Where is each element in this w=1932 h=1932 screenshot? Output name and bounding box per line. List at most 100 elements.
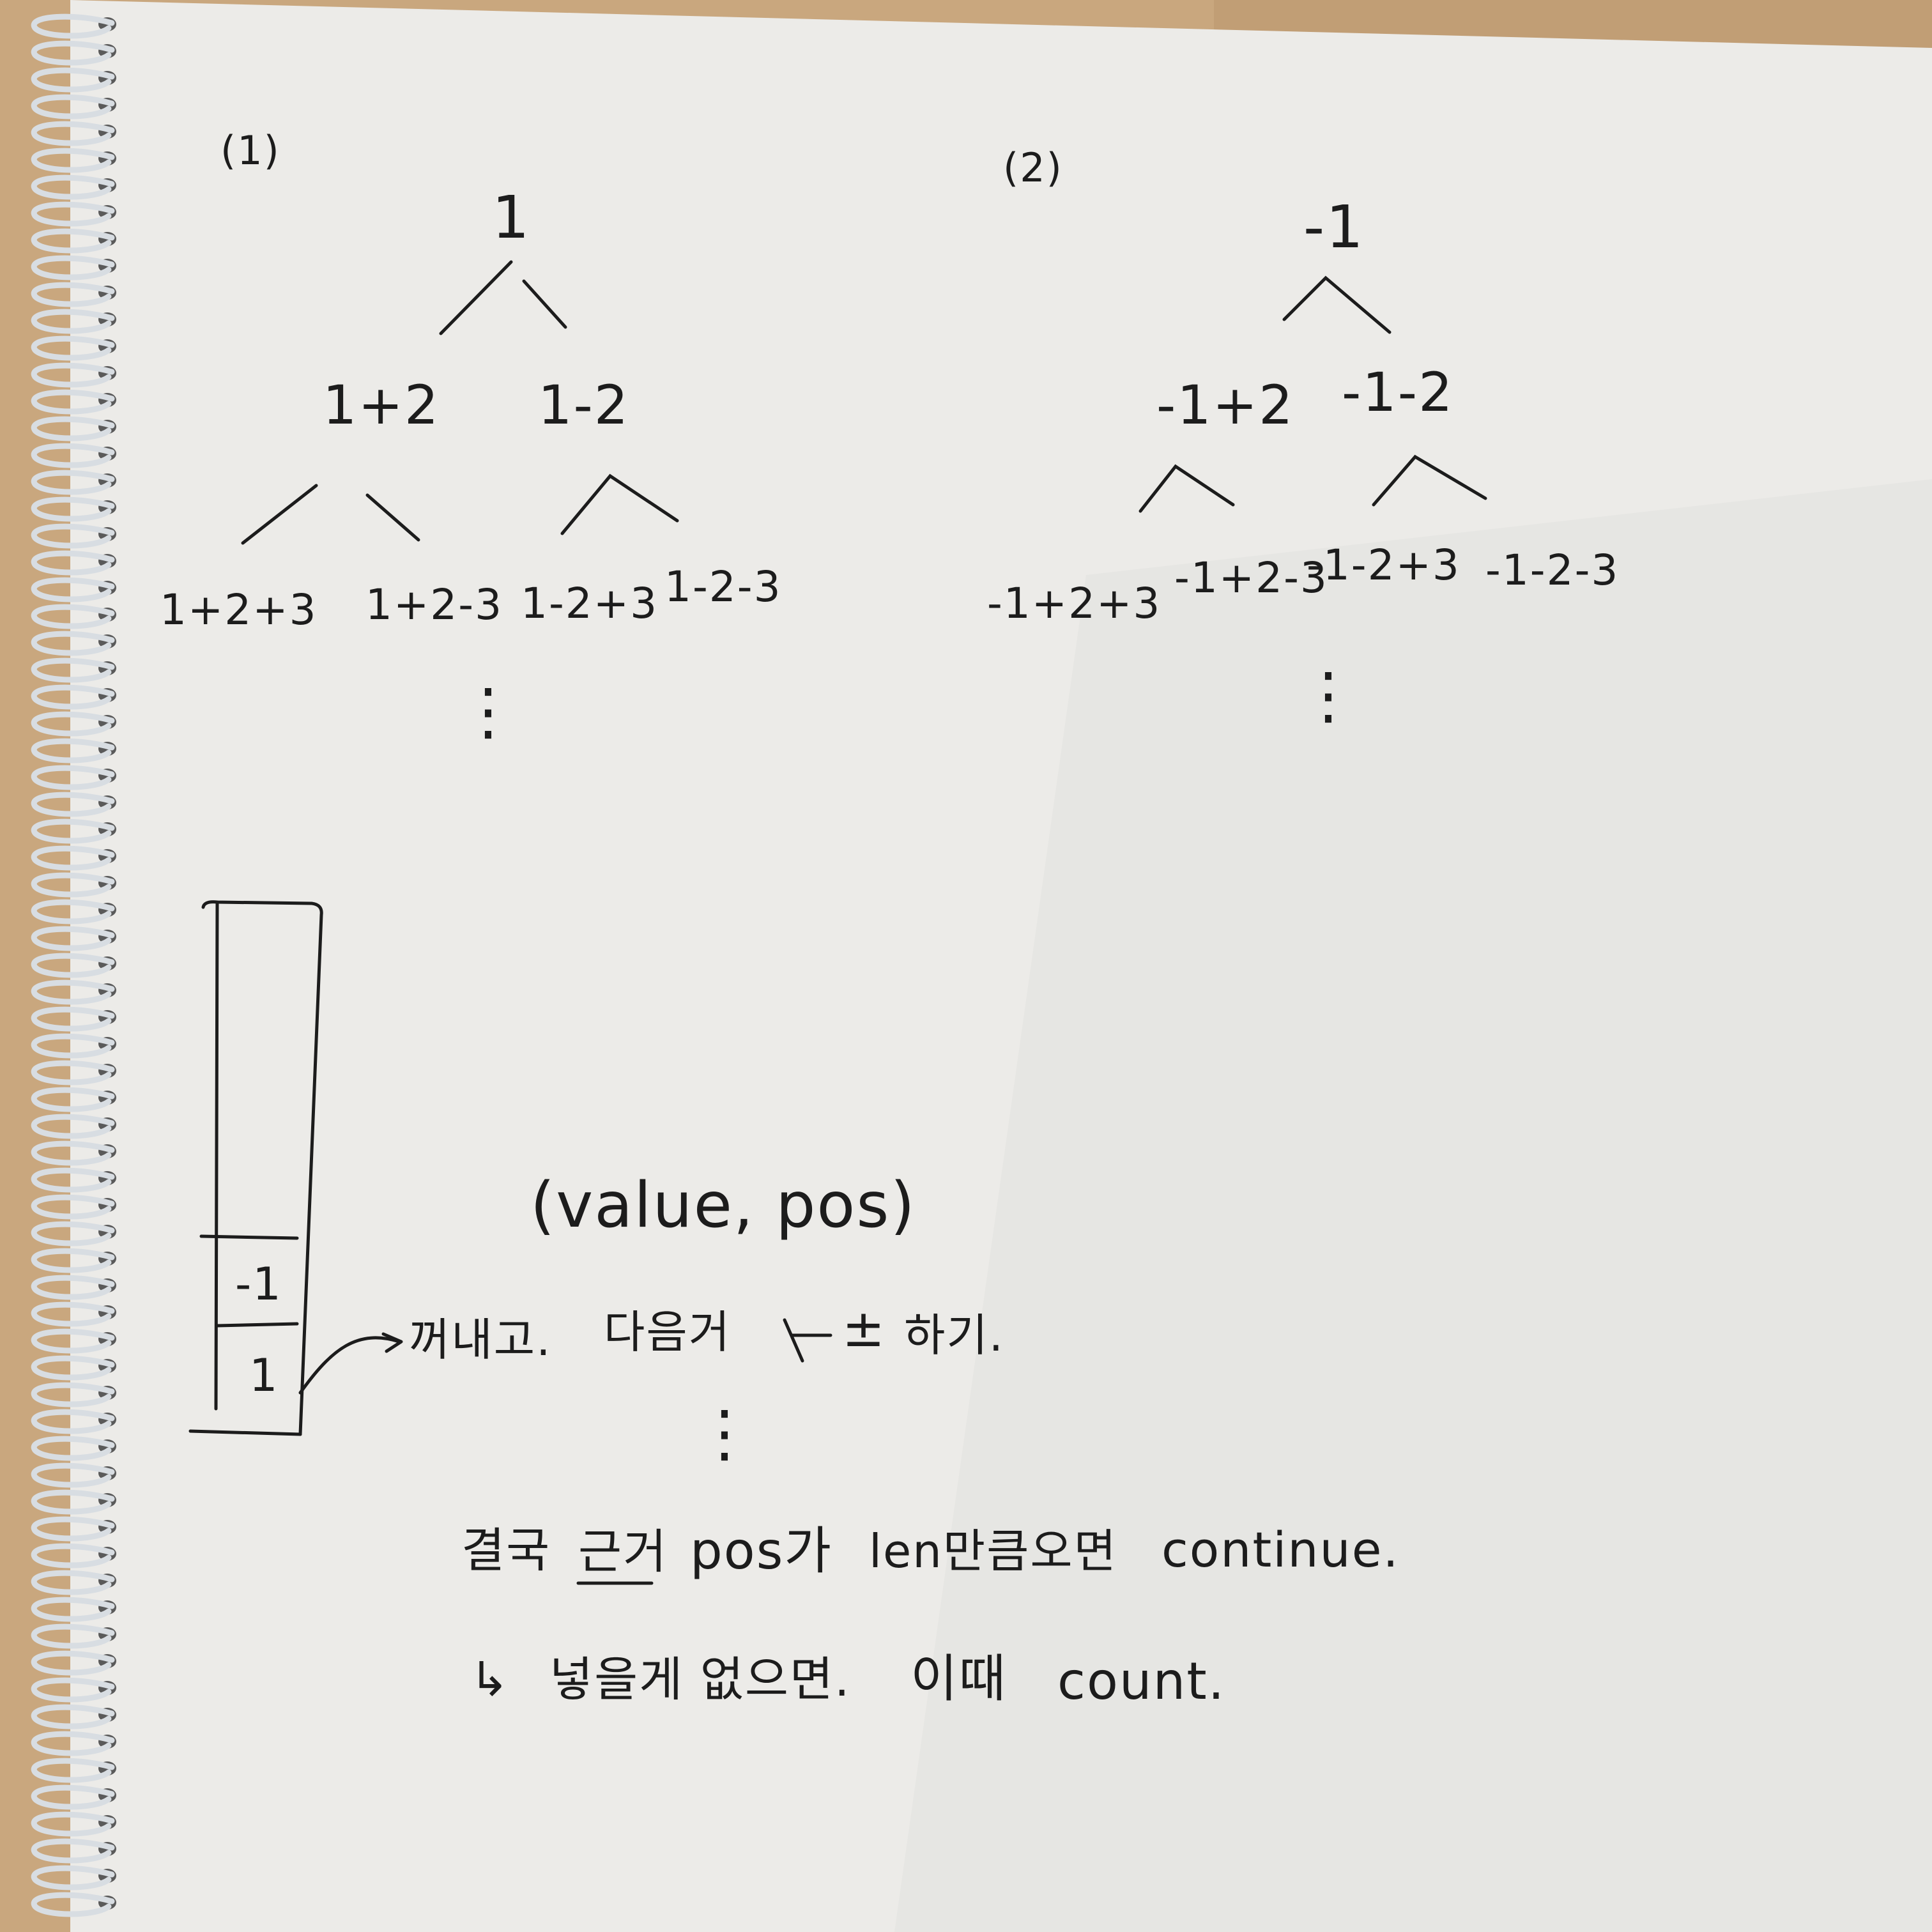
- spiral-coil: [31, 1704, 115, 1729]
- spiral-coil: [31, 1516, 115, 1542]
- stack-left-wall: [214, 900, 219, 1411]
- spiral-coil: [31, 1650, 115, 1676]
- spiral-coil: [31, 872, 115, 898]
- spiral-coil: [31, 1731, 115, 1756]
- note-line-2-text: 넣을게 없으면.: [549, 1652, 851, 1707]
- spiral-coil: [31, 1194, 115, 1220]
- tree2-branch: [1282, 275, 1392, 334]
- spiral-coil: [31, 577, 115, 602]
- spiral-coil: [31, 443, 115, 468]
- tree1-branch: [365, 493, 420, 542]
- tree2-leaf: -1+2+3: [987, 579, 1162, 628]
- spiral-coil: [31, 174, 115, 200]
- spiral-coil: [31, 496, 115, 522]
- spiral-coil: [31, 389, 115, 415]
- spiral-coil: [31, 1489, 115, 1515]
- spiral-coil: [31, 13, 115, 39]
- strike-marks: [576, 1318, 832, 1585]
- spiral-coil: [31, 470, 115, 495]
- tree1-label: (1): [220, 127, 280, 174]
- spiral-coil: [31, 1462, 115, 1488]
- note-continuation: ⋮: [693, 1397, 757, 1470]
- tree-1-branches: [241, 260, 679, 545]
- stack-diagram: [188, 900, 323, 1436]
- stack-bottom: [188, 1429, 302, 1436]
- note-line-1-pos: pos가: [690, 1521, 833, 1581]
- tree2-continuation: ⋮: [1297, 659, 1361, 732]
- tree2-right-child: -1-2: [1342, 361, 1454, 424]
- page-shadow: [894, 479, 1932, 1932]
- spiral-coil: [31, 1677, 115, 1703]
- spiral-coil: [31, 362, 115, 388]
- spiral-coil: [31, 1275, 115, 1300]
- spiral-coil: [31, 979, 115, 1005]
- note-line-1-action: continue.: [1162, 1521, 1400, 1578]
- note-line-2-arrow: ↳: [470, 1652, 511, 1707]
- spiral-coil: [31, 899, 115, 924]
- tree1-leaf: 1+2+3: [160, 585, 318, 634]
- spiral-coil: [31, 953, 115, 978]
- tree2-leaf: -1-2+3: [1307, 540, 1460, 590]
- stack-divider: [199, 1234, 299, 1240]
- spiral-coil: [31, 1328, 115, 1354]
- stack-cell-top: -1: [235, 1258, 282, 1310]
- spiral-coil: [31, 40, 115, 66]
- spiral-coil: [31, 1597, 115, 1622]
- note-line-2-action: count.: [1057, 1652, 1226, 1711]
- spiral-coil: [31, 201, 115, 227]
- spiral-coil: [31, 309, 115, 334]
- spiral-coil: [31, 335, 115, 361]
- spiral-coil: [31, 1221, 115, 1246]
- tree2-leaf: -1-2-3: [1485, 546, 1620, 595]
- spiral-coil: [31, 1006, 115, 1032]
- spiral-coil: [31, 765, 115, 790]
- spiral-coil: [31, 711, 115, 737]
- spiral-coil: [31, 1811, 115, 1837]
- spiral-coil: [31, 94, 115, 119]
- tree1-leaf: 1-2-3: [664, 562, 782, 611]
- stack-divider: [215, 1322, 299, 1328]
- tree2-branch: [1372, 454, 1487, 507]
- tree2-left-child: -1+2: [1156, 374, 1294, 436]
- spiral-coil: [31, 1114, 115, 1139]
- stack-outline: [201, 900, 323, 1436]
- spiral-coil: [31, 926, 115, 951]
- spiral-coil: [31, 657, 115, 683]
- tree1-branch: [522, 279, 567, 329]
- spiral-coil: [31, 1543, 115, 1568]
- spiral-coil: [31, 1838, 115, 1864]
- pop-label: 꺼내고.: [409, 1314, 552, 1366]
- tree2-root: -1: [1303, 193, 1365, 261]
- note-line-2-then: 이때: [910, 1649, 1008, 1708]
- tree1-leaf: 1-2+3: [521, 579, 659, 628]
- next-note: 다음거: [604, 1306, 732, 1358]
- spiral-coil: [31, 604, 115, 629]
- spiral-coil: [31, 67, 115, 93]
- spiral-coil: [31, 416, 115, 441]
- pop-arrow: [298, 1332, 403, 1395]
- spiral-coil: [31, 1758, 115, 1783]
- spiral-coil: [31, 121, 115, 146]
- tree2-leaf: -1+2-3: [1174, 553, 1328, 602]
- note-line-1-lead: 결국: [461, 1523, 551, 1578]
- spiral-coil: [31, 228, 115, 254]
- spiral-coil: [31, 1892, 115, 1917]
- spiral-coil: [31, 1865, 115, 1890]
- spiral-coil: [31, 1436, 115, 1461]
- pop-arrow-curve: [298, 1336, 401, 1395]
- tree1-branch: [560, 473, 679, 535]
- spiral-coil: [31, 1301, 115, 1327]
- note-line-1-len: len만큼오면: [869, 1524, 1117, 1578]
- spiral-coil: [31, 1140, 115, 1166]
- spiral-coil: [31, 684, 115, 710]
- spiral-coil: [31, 1784, 115, 1810]
- spiral-coil: [31, 1570, 115, 1595]
- tuple-note: (value, pos): [530, 1169, 916, 1242]
- spiral-coil: [31, 792, 115, 817]
- tree-2-branches: [1138, 275, 1487, 513]
- tree1-right-child: 1-2: [538, 374, 630, 436]
- spiral-coil: [31, 282, 115, 307]
- next-tail-note: 하기.: [904, 1309, 1005, 1361]
- tree2-label: (2): [1003, 144, 1063, 191]
